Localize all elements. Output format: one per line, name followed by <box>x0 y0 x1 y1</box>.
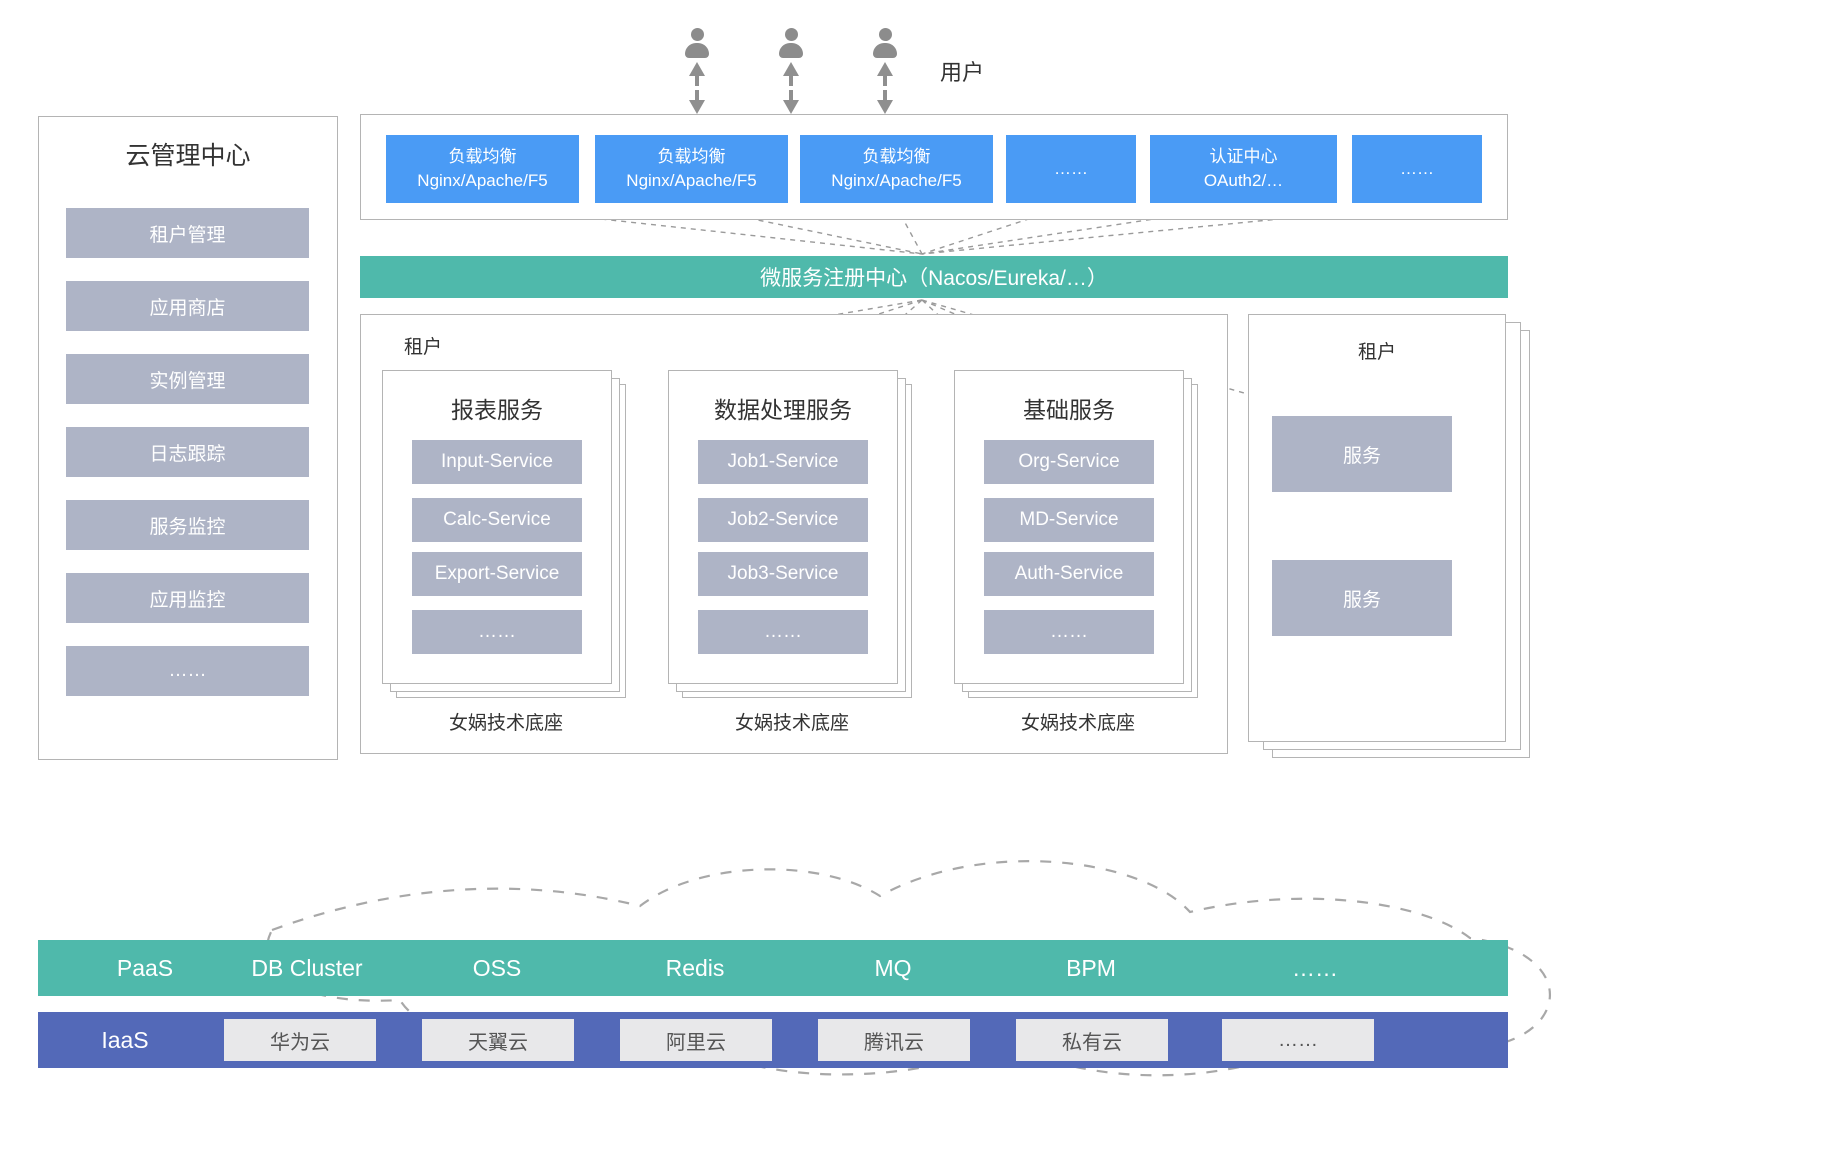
tenant-right-panel[interactable] <box>1248 314 1506 742</box>
tech-base-label: 女娲技术底座 <box>1020 712 1135 734</box>
user-icon <box>778 28 804 58</box>
cloud-item-app-monitor[interactable]: 应用监控 <box>66 573 309 623</box>
iaas-chip-private-cloud[interactable]: 私有云 <box>1016 1019 1168 1061</box>
service-chip[interactable]: Export-Service <box>412 552 582 596</box>
iaas-chip-tianyi-cloud[interactable]: 天翼云 <box>422 1019 574 1061</box>
service-registry-bar[interactable]: 微服务注册中心（Nacos/Eureka/…） <box>360 256 1508 298</box>
tenant-right-service-2[interactable]: 服务 <box>1272 560 1452 636</box>
access-box-line1: 负载均衡 <box>657 147 726 166</box>
iaas-chip-alibaba-cloud[interactable]: 阿里云 <box>620 1019 772 1061</box>
cloud-item-app-store[interactable]: 应用商店 <box>66 281 309 331</box>
access-box-line1: …… <box>1054 159 1088 178</box>
paas-band <box>38 940 1508 996</box>
service-chip[interactable]: Job2-Service <box>698 498 868 542</box>
paas-item-oss[interactable]: OSS <box>472 954 522 981</box>
access-box-auth-center[interactable]: 认证中心 OAuth2/… <box>1150 135 1337 203</box>
tech-base-label: 女娲技术底座 <box>448 712 563 734</box>
service-chip[interactable]: Org-Service <box>984 440 1154 484</box>
double-arrow-icon <box>689 62 893 114</box>
page-title: 云管理中心 <box>125 142 251 170</box>
cloud-item-more[interactable]: …… <box>66 646 309 696</box>
paas-item-more[interactable]: …… <box>1292 954 1338 981</box>
tech-base-label: 女娲技术底座 <box>734 712 849 734</box>
iaas-chip-huawei-cloud[interactable]: 华为云 <box>224 1019 376 1061</box>
service-chip-more[interactable]: …… <box>698 610 868 654</box>
access-box-line1: …… <box>1400 159 1434 178</box>
users-label: 用户 <box>940 60 985 85</box>
paas-item-bpm[interactable]: BPM <box>1066 954 1116 981</box>
service-card-title: 基础服务 <box>1023 397 1115 423</box>
access-box-line2: Nginx/Apache/F5 <box>626 171 757 190</box>
access-box-load-balancer-3[interactable]: 负载均衡 Nginx/Apache/F5 <box>800 135 993 203</box>
access-box-load-balancer-1[interactable]: 负载均衡 Nginx/Apache/F5 <box>386 135 579 203</box>
access-box-more-2[interactable]: …… <box>1352 135 1482 203</box>
tenant-main-label: 租户 <box>404 336 443 358</box>
user-icon <box>872 28 898 58</box>
service-card-title: 报表服务 <box>451 397 543 423</box>
cloud-item-log-trace[interactable]: 日志跟踪 <box>66 427 309 477</box>
tenant-right-label: 租户 <box>1357 341 1396 363</box>
access-box-more-1[interactable]: …… <box>1006 135 1136 203</box>
iaas-chip-more[interactable]: …… <box>1222 1019 1374 1061</box>
user-icon <box>684 28 710 58</box>
paas-item-db-cluster[interactable]: DB Cluster <box>251 954 363 981</box>
service-chip[interactable]: Auth-Service <box>984 552 1154 596</box>
access-box-line2: Nginx/Apache/F5 <box>417 171 548 190</box>
service-chip-more[interactable]: …… <box>984 610 1154 654</box>
access-box-line1: 认证中心 <box>1209 147 1278 166</box>
access-box-line2: Nginx/Apache/F5 <box>831 171 962 190</box>
access-box-line1: 负载均衡 <box>862 147 931 166</box>
cloud-item-tenant-management[interactable]: 租户管理 <box>66 208 309 258</box>
service-chip[interactable]: Job1-Service <box>698 440 868 484</box>
iaas-label: IaaS <box>101 1026 149 1053</box>
service-chip[interactable]: Job3-Service <box>698 552 868 596</box>
service-card-title: 数据处理服务 <box>714 397 852 423</box>
access-box-line1: 负载均衡 <box>448 147 517 166</box>
cloud-item-service-monitor[interactable]: 服务监控 <box>66 500 309 550</box>
service-chip[interactable]: Calc-Service <box>412 498 582 542</box>
iaas-chip-tencent-cloud[interactable]: 腾讯云 <box>818 1019 970 1061</box>
service-chip[interactable]: MD-Service <box>984 498 1154 542</box>
cloud-item-instance-management[interactable]: 实例管理 <box>66 354 309 404</box>
paas-item-redis[interactable]: Redis <box>665 954 725 981</box>
paas-label: PaaS <box>116 954 174 981</box>
paas-item-mq[interactable]: MQ <box>874 954 912 981</box>
access-box-line2: OAuth2/… <box>1203 171 1284 190</box>
service-chip[interactable]: Input-Service <box>412 440 582 484</box>
tenant-right-service-1[interactable]: 服务 <box>1272 416 1452 492</box>
access-box-load-balancer-2[interactable]: 负载均衡 Nginx/Apache/F5 <box>595 135 788 203</box>
service-chip-more[interactable]: …… <box>412 610 582 654</box>
